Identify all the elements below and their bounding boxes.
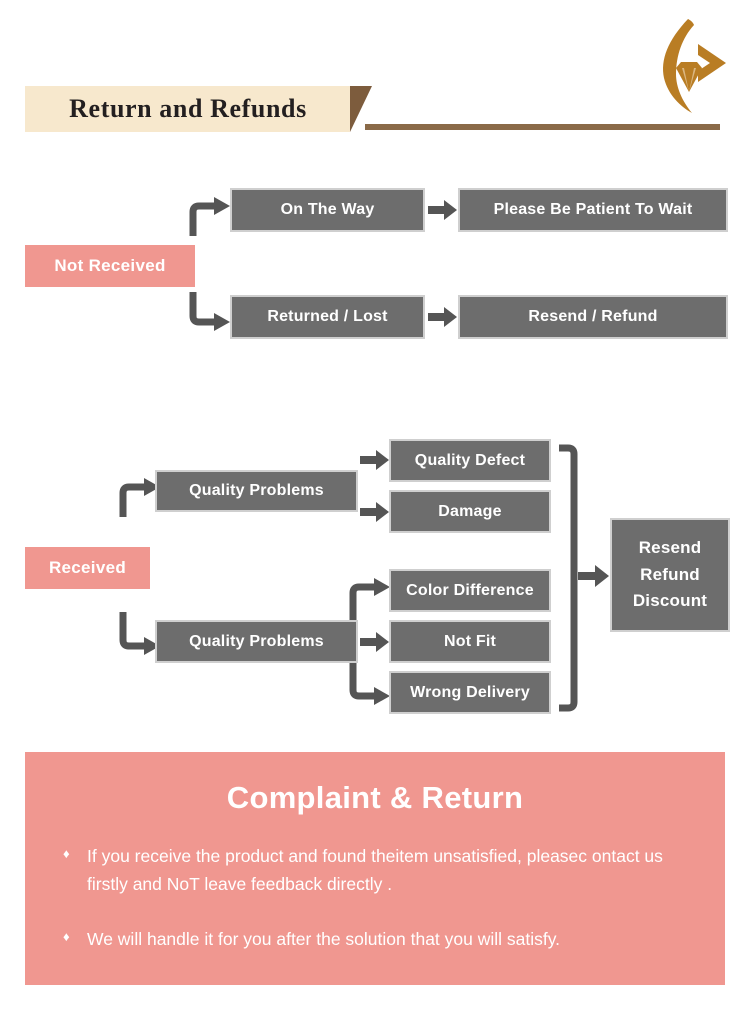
elbow-arrow-up-right-3 — [348, 575, 392, 623]
elbow-arrow-up-right-1 — [188, 196, 232, 240]
node-color-difference: Color Difference — [389, 569, 551, 612]
node-quality-problems-1: Quality Problems — [155, 470, 358, 512]
tag-received: Received — [25, 547, 150, 589]
node-quality-problems-2: Quality Problems — [155, 620, 358, 663]
elbow-arrow-up-right-2 — [118, 477, 162, 521]
list-item: ♦ We will handle it for you after the so… — [55, 925, 693, 953]
node-please-be-patient-to-wait: Please Be Patient To Wait — [458, 188, 728, 232]
complaint-item-text: If you receive the product and found the… — [87, 846, 663, 895]
outcome-line-refund: Refund — [640, 564, 700, 584]
arrow-right-3 — [360, 448, 390, 472]
node-not-fit: Not Fit — [389, 620, 551, 663]
complaint-item-text: We will handle it for you after the solu… — [87, 928, 561, 949]
elbow-arrow-down-right-2 — [118, 608, 162, 656]
header-banner-tail-icon — [350, 86, 372, 132]
complaint-panel: Complaint & Return ♦ If you receive the … — [25, 752, 725, 985]
complaint-list: ♦ If you receive the product and found t… — [25, 842, 725, 953]
node-wrong-delivery: Wrong Delivery — [389, 671, 551, 714]
node-damage: Damage — [389, 490, 551, 533]
node-resend-refund-discount: Resend Refund Discount — [610, 518, 730, 632]
header-banner — [25, 86, 350, 132]
diamond-bullet-icon: ♦ — [63, 846, 70, 861]
outcome-line-discount: Discount — [632, 591, 708, 611]
arrow-right-2 — [428, 305, 458, 329]
page-title: Return and Refunds — [69, 94, 307, 123]
diamond-flame-logo — [648, 16, 734, 116]
node-resend-refund: Resend / Refund — [458, 295, 728, 339]
arrow-right-4 — [360, 500, 390, 524]
arrow-right-6 — [578, 563, 610, 589]
elbow-arrow-down-right-3 — [348, 660, 392, 708]
complaint-title: Complaint & Return — [226, 780, 524, 815]
arrow-right-1 — [428, 198, 458, 222]
node-returned-lost: Returned / Lost — [230, 295, 425, 339]
header-rule — [365, 124, 720, 130]
node-quality-defect: Quality Defect — [389, 439, 551, 482]
node-on-the-way: On The Way — [230, 188, 425, 232]
grouping-bracket — [556, 444, 578, 712]
list-item: ♦ If you receive the product and found t… — [55, 842, 693, 899]
outcome-line-resend: Resend — [638, 538, 702, 558]
arrow-right-5 — [360, 630, 390, 654]
diamond-bullet-icon: ♦ — [63, 928, 70, 944]
elbow-arrow-down-right-1 — [188, 288, 232, 332]
tag-not-received: Not Received — [25, 245, 195, 287]
